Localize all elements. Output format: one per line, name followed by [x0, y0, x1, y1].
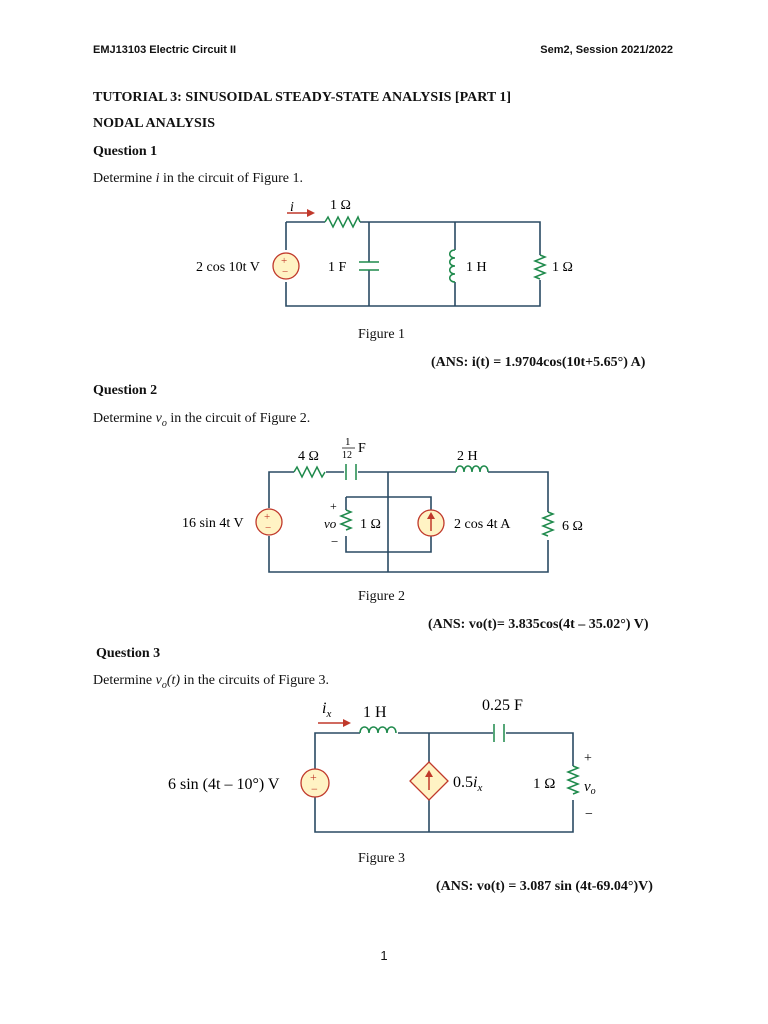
section-heading: NODAL ANALYSIS: [93, 116, 216, 131]
question-2-prompt: Determine vo in the circuit of Figure 2.: [93, 411, 311, 429]
fig1-r1-label: 1 Ω: [330, 198, 351, 213]
figure-2-circuit: 4 Ω 1 12 F 2 H + − 16 sin 4t V 1 Ω + vo …: [182, 436, 583, 573]
fig1-source-label: 2 cos 10t V: [196, 260, 260, 275]
fig2-r1-label: 4 Ω: [298, 449, 319, 464]
fig1-cap-label: 1 F: [328, 260, 347, 275]
question-3-prompt: Determine vo(t) in the circuits of Figur…: [93, 673, 329, 691]
svg-text:+: +: [584, 751, 592, 766]
fig2-ind-label: 2 H: [457, 449, 478, 464]
svg-text:+: +: [281, 255, 287, 267]
session-info: Sem2, Session 2021/2022: [540, 44, 673, 56]
voltage-source-icon: [272, 252, 300, 280]
voltage-source-icon: [255, 508, 283, 536]
course-code: EMJ13103 Electric Circuit II: [93, 44, 237, 56]
svg-text:+: +: [310, 770, 317, 784]
fig3-current-label: ix: [322, 700, 331, 720]
svg-text:−: −: [265, 522, 271, 534]
fig2-isource-label: 2 cos 4t A: [454, 517, 511, 532]
tutorial-title: TUTORIAL 3: SINUSOIDAL STEADY-STATE ANAL…: [93, 90, 512, 105]
fig3-source-label: 6 sin (4t – 10°) V: [168, 776, 280, 793]
answer-3: (ANS: vo(t) = 3.087 sin (4t-69.04°)V): [436, 879, 653, 894]
fig3-ind-label: 1 H: [363, 704, 387, 721]
fig2-rright-label: 6 Ω: [562, 519, 583, 534]
fig3-vo-label: vo: [584, 779, 596, 797]
question-1-prompt: Determine i in the circuit of Figure 1.: [93, 171, 303, 186]
fig2-source-label: 16 sin 4t V: [182, 516, 244, 531]
fig1-ind-label: 1 H: [466, 260, 487, 275]
answer-2: (ANS: vo(t)= 3.835cos(4t – 35.02°) V): [428, 617, 649, 632]
svg-text:−: −: [282, 266, 288, 278]
fig3-dep-label: 0.5ix: [453, 774, 482, 794]
answer-1: (ANS: i(t) = 1.9704cos(10t+5.65°) A): [431, 355, 646, 370]
svg-text:+: +: [330, 499, 337, 513]
question-3-heading: Question 3: [96, 646, 161, 661]
fig3-cap-label: 0.25 F: [482, 697, 523, 714]
figure-3-caption: Figure 3: [358, 851, 406, 866]
question-1-heading: Question 1: [93, 144, 158, 159]
fig1-r2-label: 1 Ω: [552, 260, 573, 275]
fig2-rmid-label: 1 Ω: [360, 517, 381, 532]
fig2-cap-unit: F: [358, 441, 366, 456]
fig3-r-label: 1 Ω: [533, 776, 555, 792]
question-2-heading: Question 2: [93, 383, 158, 398]
fig2-cap-den: 12: [342, 450, 352, 461]
svg-text:+: +: [264, 511, 270, 523]
figure-1-caption: Figure 1: [358, 327, 406, 342]
svg-text:−: −: [331, 534, 338, 549]
figure-1-circuit: i 1 Ω + − 2 cos 10t V 1 F 1 H 1 Ω: [196, 198, 573, 307]
voltage-source-icon: [300, 768, 330, 798]
svg-text:−: −: [311, 782, 318, 796]
figure-2-caption: Figure 2: [358, 589, 406, 604]
fig2-vo-label: vo: [324, 516, 337, 531]
figure-3-circuit: ix 1 H 0.25 F + − 6 sin (4t – 10°) V 0.5…: [168, 697, 596, 833]
svg-text:−: −: [585, 807, 593, 822]
page-number: 1: [380, 948, 388, 963]
fig1-current-label: i: [290, 200, 294, 215]
fig2-cap-num: 1: [345, 436, 351, 448]
